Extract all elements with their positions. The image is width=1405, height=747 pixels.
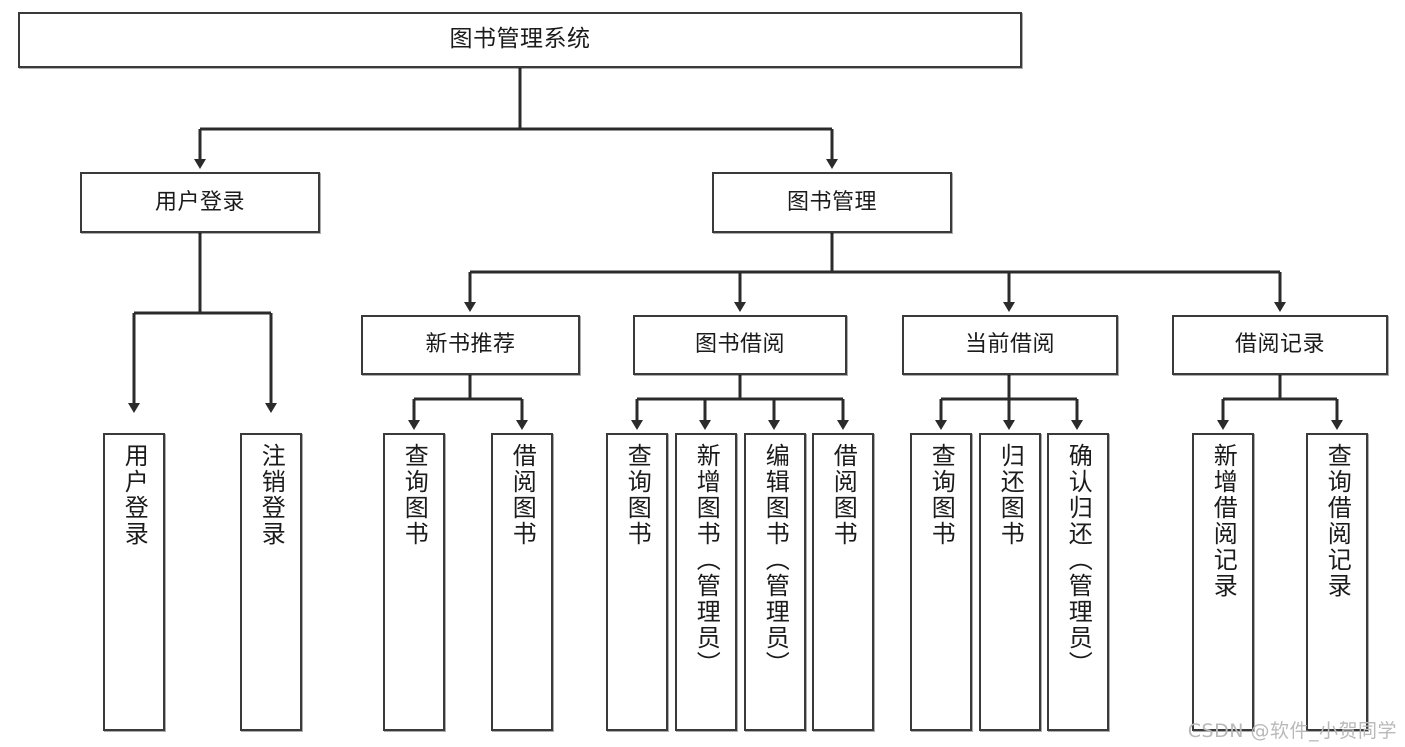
leaf-borrow-record-query-record[interactable]: 查询借阅记录 [1306, 433, 1368, 731]
leaf-user-login-logout[interactable]: 注销登录 [240, 433, 302, 731]
leaf-book-borrow-query-book[interactable]: 查询图书 [606, 433, 668, 731]
node-label: 查询借阅记录 [1323, 443, 1352, 599]
node-label: 借阅图书 [829, 443, 858, 547]
node-label: 确认归还（管理员） [1064, 443, 1093, 677]
leaf-book-borrow-add-book-admin[interactable]: 新增图书（管理员） [675, 433, 737, 731]
leaf-current-borrow-return-book[interactable]: 归还图书 [979, 433, 1041, 731]
csdn-watermark: CSDN @软件_小贺同学 [1187, 720, 1397, 742]
leaf-new-book-query-book[interactable]: 查询图书 [383, 433, 445, 731]
node-label: 图书管理系统 [449, 26, 591, 53]
node-label: 归还图书 [996, 443, 1025, 547]
node-label: 新书推荐 [425, 332, 516, 358]
node-borrow-record[interactable]: 借阅记录 [1172, 315, 1388, 375]
leaf-new-book-borrow-book[interactable]: 借阅图书 [491, 433, 553, 731]
node-label: 用户登录 [154, 189, 245, 215]
node-label: 查询图书 [623, 443, 652, 547]
leaf-borrow-record-add-record[interactable]: 新增借阅记录 [1192, 433, 1254, 731]
node-label: 查询图书 [400, 443, 429, 547]
node-label: 用户登录 [120, 443, 149, 547]
node-label: 新增图书（管理员） [692, 443, 721, 677]
node-label: 借阅记录 [1234, 332, 1325, 358]
node-label: 查询图书 [927, 443, 956, 547]
node-label: 当前借阅 [964, 332, 1055, 358]
leaf-book-borrow-edit-book-admin[interactable]: 编辑图书（管理员） [744, 433, 806, 731]
node-user-login[interactable]: 用户登录 [80, 172, 320, 233]
node-label: 新增借阅记录 [1209, 443, 1238, 599]
node-label: 注销登录 [257, 443, 286, 547]
node-label: 借阅图书 [508, 443, 537, 547]
leaf-current-borrow-query-book[interactable]: 查询图书 [910, 433, 972, 731]
node-label: 图书借阅 [694, 332, 785, 358]
node-book-management[interactable]: 图书管理 [712, 172, 952, 233]
node-label: 图书管理 [786, 189, 877, 215]
node-new-book-recommend[interactable]: 新书推荐 [361, 315, 580, 375]
leaf-user-login-login[interactable]: 用户登录 [103, 433, 165, 731]
node-label: 编辑图书（管理员） [761, 443, 790, 677]
node-current-borrow[interactable]: 当前借阅 [902, 315, 1118, 375]
leaf-book-borrow-borrow-book[interactable]: 借阅图书 [812, 433, 874, 731]
node-root-book-management-system[interactable]: 图书管理系统 [18, 12, 1022, 68]
leaf-current-borrow-confirm-return-admin[interactable]: 确认归还（管理员） [1047, 433, 1109, 731]
node-book-borrow[interactable]: 图书借阅 [633, 315, 847, 375]
